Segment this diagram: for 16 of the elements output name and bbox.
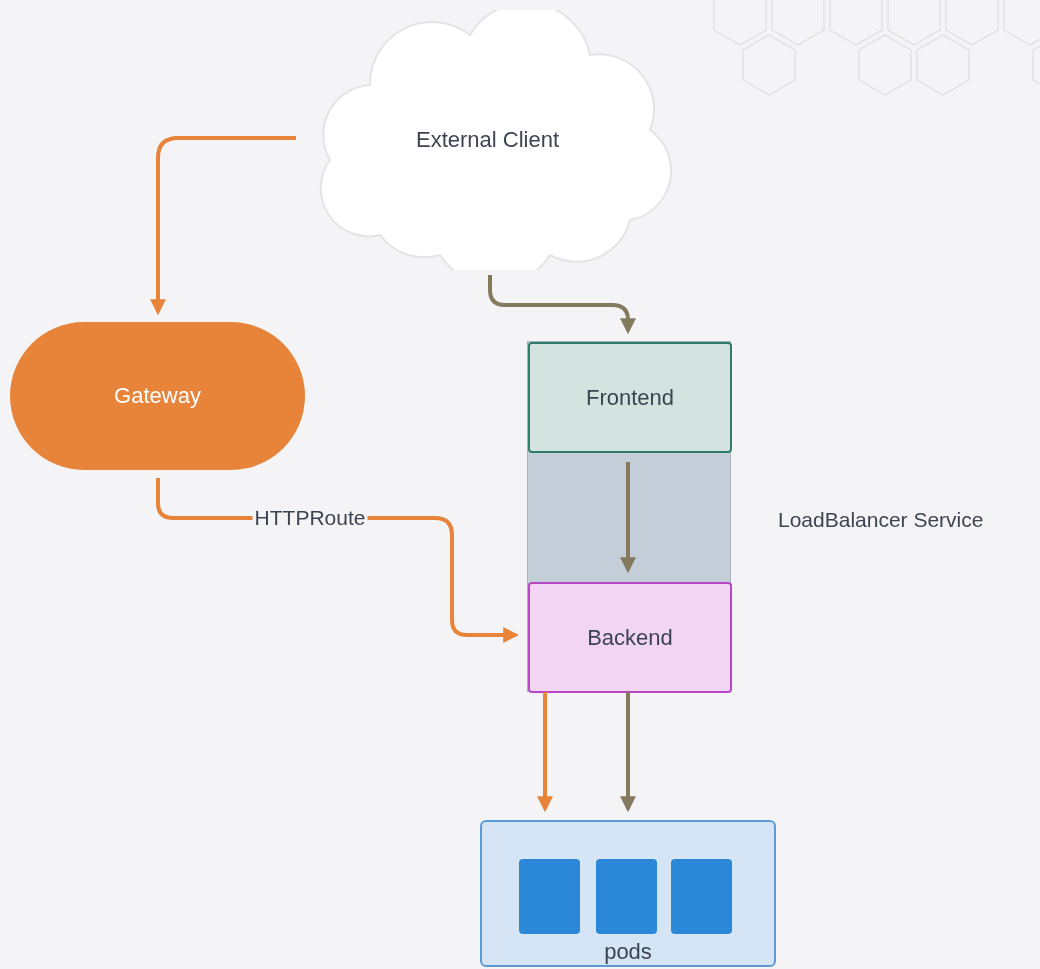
node-label: Frontend bbox=[585, 383, 675, 412]
pod-square bbox=[671, 859, 732, 934]
pod-square bbox=[596, 859, 657, 934]
node-label: pods bbox=[604, 937, 652, 965]
arrow bbox=[620, 462, 636, 574]
node-label: External Client bbox=[415, 126, 560, 154]
frontend-box bbox=[528, 342, 732, 453]
backend-box bbox=[528, 582, 732, 693]
node-label: Backend bbox=[587, 623, 673, 652]
pod-square bbox=[519, 859, 580, 934]
pods-container bbox=[480, 820, 776, 967]
arrow bbox=[150, 136, 296, 316]
arrow bbox=[537, 692, 553, 813]
service-label: LoadBalancer Service bbox=[778, 507, 984, 533]
arrow bbox=[620, 692, 636, 813]
node-label: Gateway bbox=[114, 382, 201, 410]
